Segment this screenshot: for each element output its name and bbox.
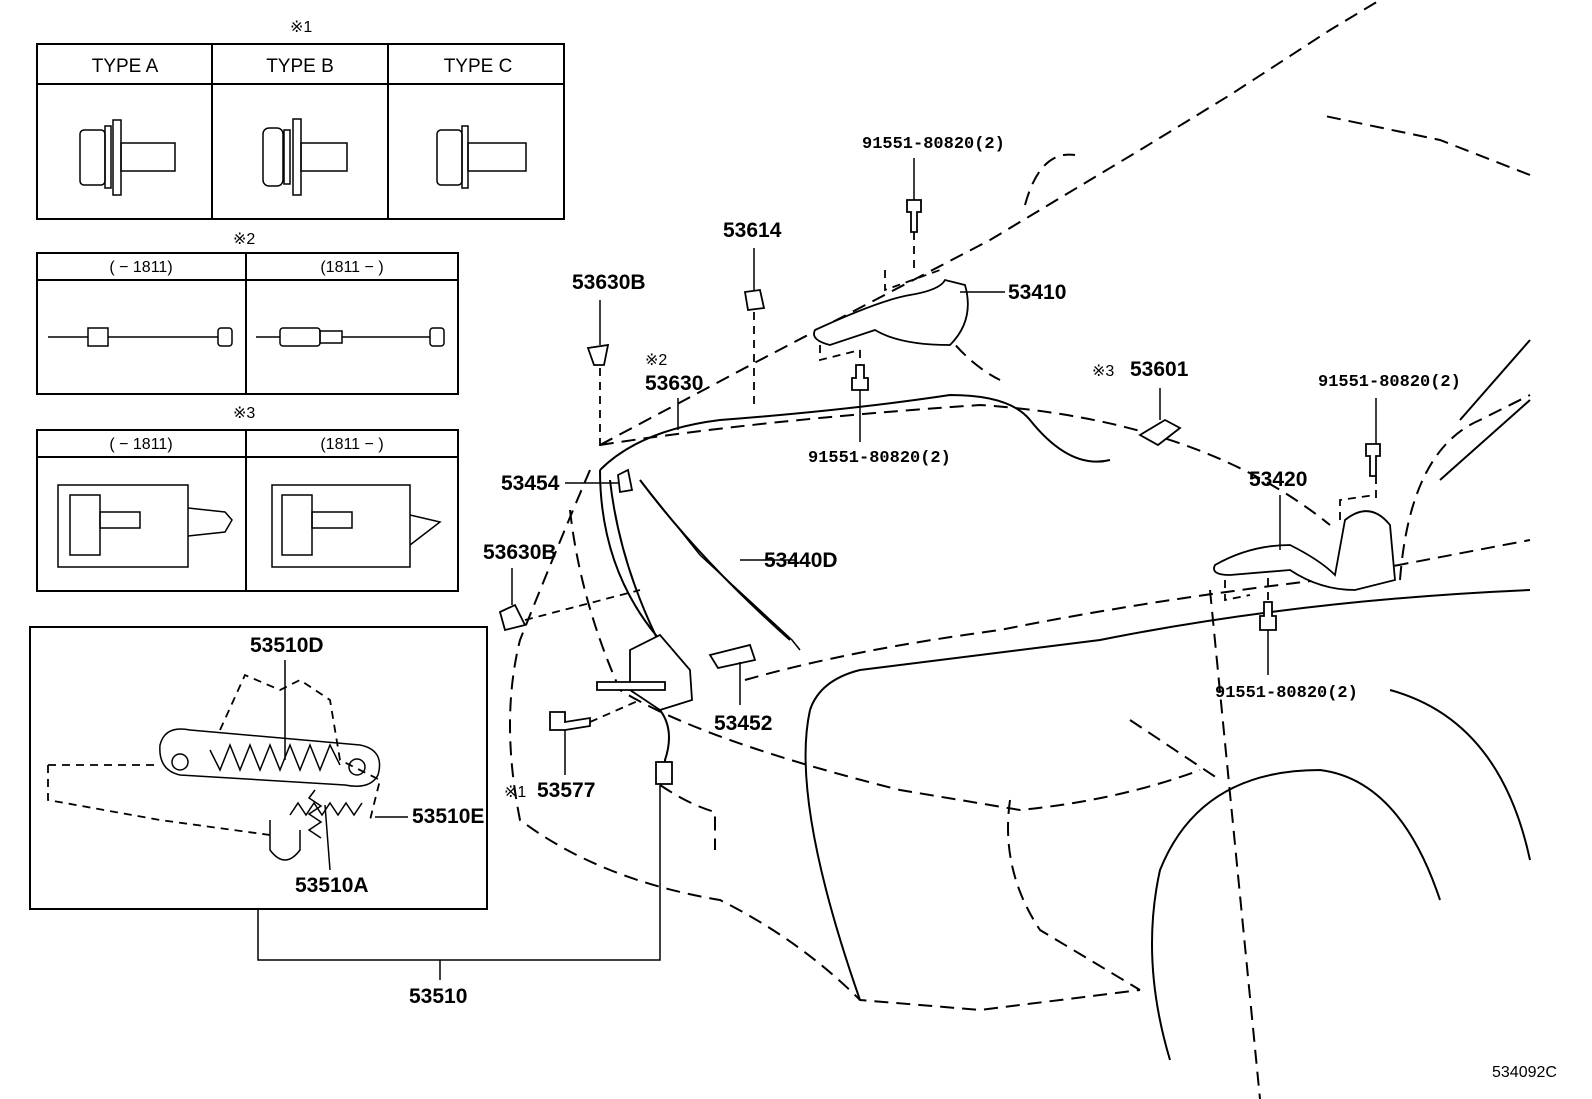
nut-53614-icon xyxy=(743,288,766,312)
vehicle-outline xyxy=(509,0,1531,1099)
protector-53452-icon xyxy=(708,643,757,670)
label-53630B-low: 53630B xyxy=(483,541,557,564)
fastener-type-table: ※1 TYPE A TYPE B TYPE C xyxy=(36,19,565,220)
label-53452: 53452 xyxy=(714,712,772,735)
clip-53630B-low-icon xyxy=(498,603,527,632)
label-53630-note: ※2 xyxy=(645,352,667,369)
label-bolt-mid: 91551-80820(2) xyxy=(808,449,951,468)
hinge-53420-icon xyxy=(1213,494,1396,602)
bolt-type-b-icon xyxy=(262,118,348,196)
switch-before-1811-header: ( − 1811) xyxy=(109,436,172,453)
switch-after-1811-header: (1811 − ) xyxy=(320,436,383,453)
switch-old-icon xyxy=(57,484,233,568)
type-b-header: TYPE B xyxy=(266,56,334,77)
label-53510A: 53510A xyxy=(295,874,369,897)
label-53601: 53601 xyxy=(1130,358,1189,381)
bolt-type-c-icon xyxy=(436,125,527,189)
label-53601-note: ※3 xyxy=(1092,363,1114,380)
clamp-53454-icon xyxy=(617,468,634,494)
cable-end-old-icon xyxy=(48,327,233,347)
switch-new-icon xyxy=(271,484,442,568)
latch-53510-icon xyxy=(596,633,693,785)
diagram-id: 534092C xyxy=(1492,1064,1557,1081)
label-53630B-top: 53630B xyxy=(572,271,646,294)
switch-53601-icon xyxy=(1138,418,1182,447)
cable-before-1811-header: ( − 1811) xyxy=(109,259,172,276)
label-53454: 53454 xyxy=(501,472,560,495)
hinge-53410-icon xyxy=(813,269,969,362)
switch-table: ※3 ( − 1811) (1811 − ) xyxy=(36,405,459,592)
label-53410: 53410 xyxy=(1008,281,1066,304)
label-53440D: 53440D xyxy=(764,549,838,572)
label-53510E: 53510E xyxy=(412,805,484,828)
label-53510D: 53510D xyxy=(250,634,324,657)
note-1-marker: ※1 xyxy=(290,19,312,36)
label-53510: 53510 xyxy=(409,985,467,1008)
hood-latch-detail: 53510D 53510E 53510A xyxy=(29,626,488,910)
type-c-header: TYPE C xyxy=(444,56,513,77)
bolt-type-a-icon xyxy=(79,119,176,196)
label-53577-note: ※1 xyxy=(504,784,526,801)
cable-after-1811-header: (1811 − ) xyxy=(320,259,383,276)
hood-cable xyxy=(599,393,1111,661)
label-bolt-right: 91551-80820(2) xyxy=(1318,373,1461,392)
label-53420: 53420 xyxy=(1249,468,1307,491)
cable-end-new-icon xyxy=(256,327,445,347)
note-2-marker: ※2 xyxy=(233,231,255,248)
bolt-icons xyxy=(549,199,1381,731)
cable-end-table: ※2 ( − 1811) (1811 − ) xyxy=(36,231,459,395)
leader-lines xyxy=(511,158,1377,775)
label-53577: 53577 xyxy=(537,779,595,802)
clip-53630B-top-icon xyxy=(586,343,610,366)
note-3-marker: ※3 xyxy=(233,405,255,422)
label-53614: 53614 xyxy=(723,219,782,242)
type-a-header: TYPE A xyxy=(92,56,159,77)
spring-icon xyxy=(209,742,341,773)
label-53630: 53630 xyxy=(645,372,703,395)
label-bolt-top: 91551-80820(2) xyxy=(862,135,1005,154)
label-bolt-low: 91551-80820(2) xyxy=(1215,684,1358,703)
